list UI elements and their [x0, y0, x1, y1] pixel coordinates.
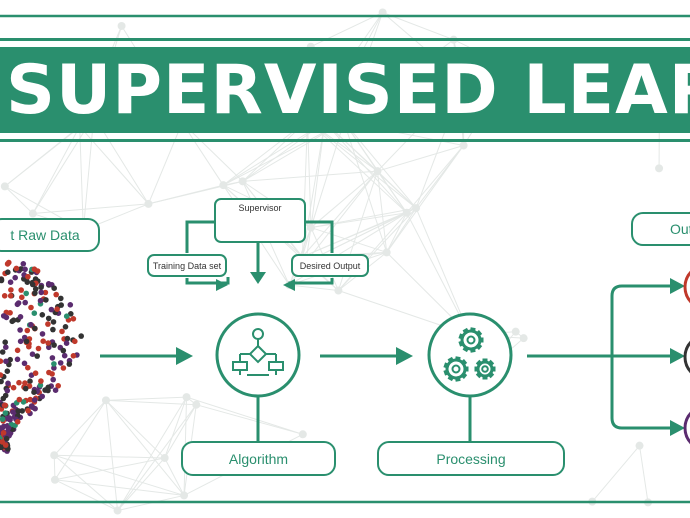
arrow-desired: [283, 279, 295, 291]
arrow-output-1: [670, 278, 685, 294]
raw-data-scatter: [0, 259, 84, 454]
output-class-purple: [683, 411, 690, 445]
output-label: Out: [631, 212, 690, 246]
title-banner: [0, 38, 690, 142]
page-title: SUPERVISED LEARNING: [6, 50, 690, 130]
arrow-to-processing: [320, 347, 413, 365]
raw-data-label: t Raw Data: [0, 218, 100, 252]
arrow-output-3: [670, 420, 685, 436]
supervisor-box: Supervisor: [214, 198, 306, 243]
arrow-to-outputs: [527, 284, 672, 430]
processing-node: [427, 312, 513, 398]
algorithm-label: Algorithm: [181, 441, 336, 476]
arrow-to-algorithm: [100, 347, 193, 365]
arrow-training: [216, 279, 228, 291]
training-data-label: Training Data set: [147, 254, 227, 277]
output-class-red: [683, 270, 690, 304]
supervisor-label: Supervisor: [238, 203, 282, 213]
arrow-supervisor-down: [250, 272, 266, 284]
processing-label: Processing: [377, 441, 565, 476]
arrow-output-2: [670, 348, 685, 364]
gears-icon: [443, 327, 496, 382]
desired-output-label: Desired Output: [291, 254, 369, 277]
output-class-dark: [683, 340, 690, 374]
flowchart-icon: [232, 328, 284, 376]
algorithm-node: [215, 312, 301, 398]
